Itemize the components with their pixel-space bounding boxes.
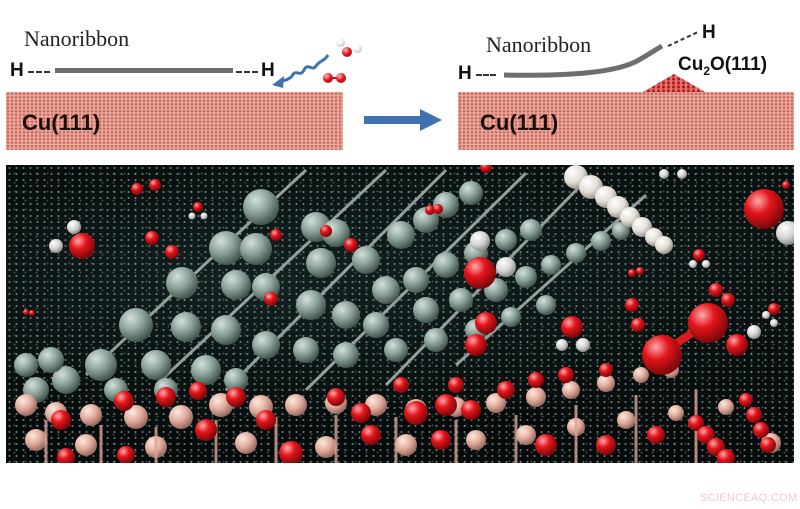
- transition-arrow-icon: [364, 109, 442, 131]
- substrate-label-right: Cu(111): [480, 110, 559, 135]
- nanoribbon-bent: [503, 43, 664, 78]
- nanoribbon-label-left: Nanoribbon: [24, 26, 130, 51]
- graphene-lattice: [14, 165, 794, 463]
- wavy-arrow-icon: [272, 54, 330, 88]
- molecular-render-panel: [6, 165, 794, 463]
- nanoribbon-flat: [55, 68, 233, 73]
- hydrogen-bond-dash-angled: [667, 31, 699, 47]
- oxide-label: Cu2O(111): [678, 54, 768, 78]
- copper-substrate-right: [458, 92, 794, 150]
- hydrogen-label-left-end: H: [261, 60, 275, 81]
- hydrogen-label-right-start: H: [458, 63, 472, 84]
- watermark: SCIENCEAQ.COM: [700, 492, 798, 504]
- hydrogen-bond-dash: [476, 74, 496, 76]
- cu2o-island: [643, 74, 705, 92]
- hydrogen-label-left-start: H: [10, 60, 24, 81]
- hydrogen-bond-dash: [28, 71, 50, 73]
- hydrogen-label-right-end: H: [702, 22, 716, 43]
- nanoribbon-label-right: Nanoribbon: [486, 32, 592, 57]
- hydrogen-bond-dash: [236, 71, 258, 73]
- copper-substrate-left: [6, 92, 343, 150]
- substrate-label-left: Cu(111): [22, 110, 101, 135]
